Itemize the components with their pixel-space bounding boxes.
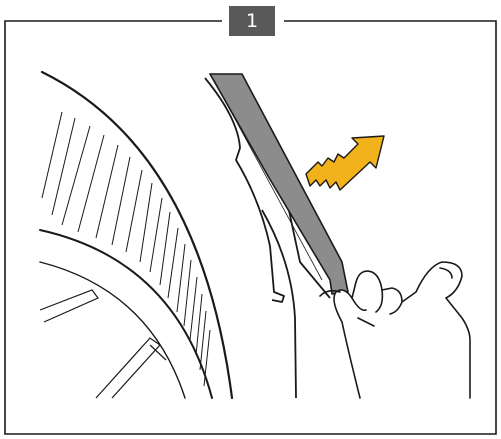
tire-tread [42,112,210,386]
wheel-rim [40,290,166,398]
trim-strip-edge [214,80,322,280]
step-number-badge: 1 [229,6,275,36]
wheel-tire [40,72,232,398]
arrow-up-right-icon [306,136,384,190]
